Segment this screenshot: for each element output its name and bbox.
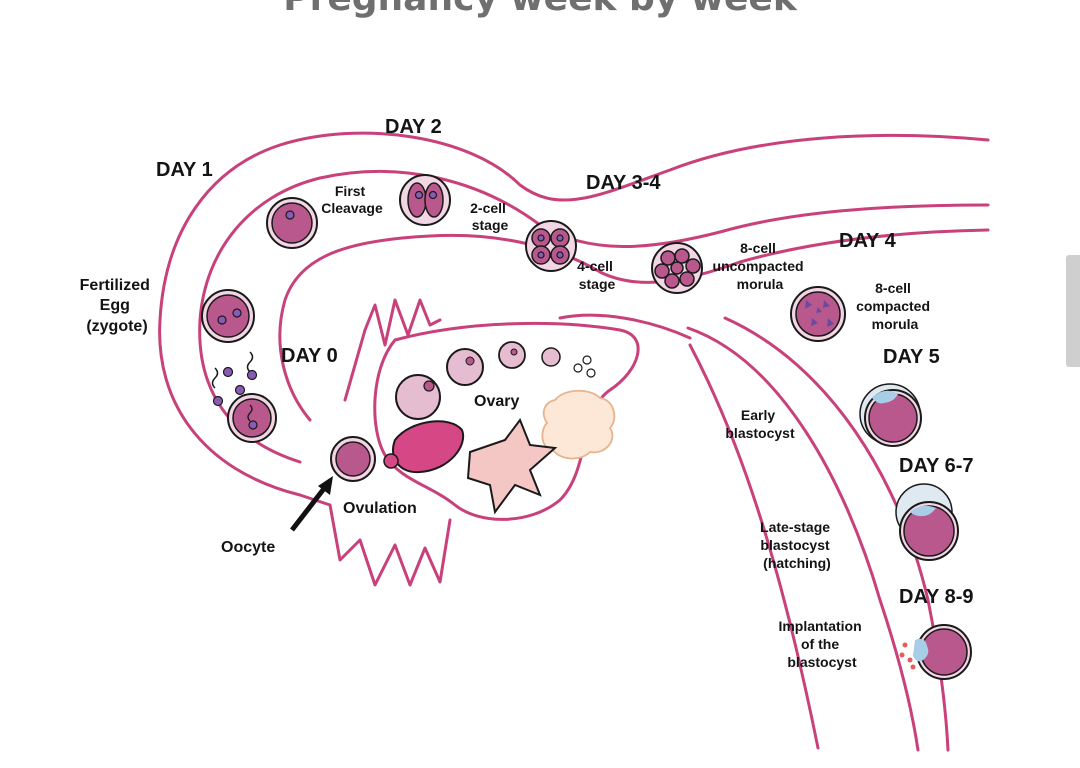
oocyte-arrow bbox=[290, 484, 328, 532]
four-cell-label: 4-cell stage bbox=[577, 258, 617, 292]
early-blastocyst-label: Early blastocyst bbox=[725, 407, 795, 441]
two-cell-embryo bbox=[399, 174, 451, 226]
late-blastocyst-label: Late-stage blastocyst (hatching) bbox=[760, 519, 834, 571]
ovulation-label: Ovulation bbox=[343, 500, 417, 517]
day-5-label: DAY 5 bbox=[883, 346, 940, 368]
fertilization-cell bbox=[227, 393, 277, 443]
day-2-label: DAY 2 bbox=[385, 116, 442, 138]
sperm-group bbox=[211, 351, 258, 407]
day-1-label: DAY 1 bbox=[156, 159, 213, 181]
oocyte-arrow-head bbox=[318, 476, 333, 495]
day-3-4-label: DAY 3-4 bbox=[586, 172, 661, 194]
scroll-handle[interactable] bbox=[1066, 255, 1080, 367]
eight-cell-uncompacted-morula bbox=[651, 242, 703, 294]
early-blastocyst bbox=[859, 383, 922, 447]
day-0-label: DAY 0 bbox=[281, 345, 338, 367]
eight-cell-compacted-morula bbox=[790, 286, 846, 342]
late-stage-blastocyst bbox=[895, 483, 959, 561]
page-title: Pregnancy week by week bbox=[0, 0, 1080, 19]
day-8-9-label: DAY 8-9 bbox=[899, 586, 974, 608]
four-cell-embryo bbox=[525, 220, 577, 272]
day-6-7-label: DAY 6-7 bbox=[899, 455, 974, 477]
implanting-blastocyst bbox=[899, 624, 972, 680]
eight-cell-uncompacted-label: 8-cell uncompacted morula bbox=[713, 240, 808, 292]
oocyte-cell bbox=[330, 436, 376, 482]
eight-cell-compacted-label: 8-cell compacted morula bbox=[856, 280, 934, 332]
two-cell-label: 2-cell stage bbox=[470, 200, 510, 233]
day-4-label: DAY 4 bbox=[839, 230, 897, 252]
oocyte-label: Oocyte bbox=[221, 539, 275, 556]
fertilized-egg-label: Fertilized Egg (zygote) bbox=[80, 277, 155, 335]
ovary bbox=[328, 298, 640, 587]
ovary-label: Ovary bbox=[474, 393, 519, 410]
first-cleavage-cell bbox=[266, 197, 318, 249]
zygote-cell bbox=[201, 289, 255, 343]
first-cleavage-label: First Cleavage bbox=[321, 183, 383, 216]
implantation-label: Implantation of the blastocyst bbox=[778, 618, 865, 670]
